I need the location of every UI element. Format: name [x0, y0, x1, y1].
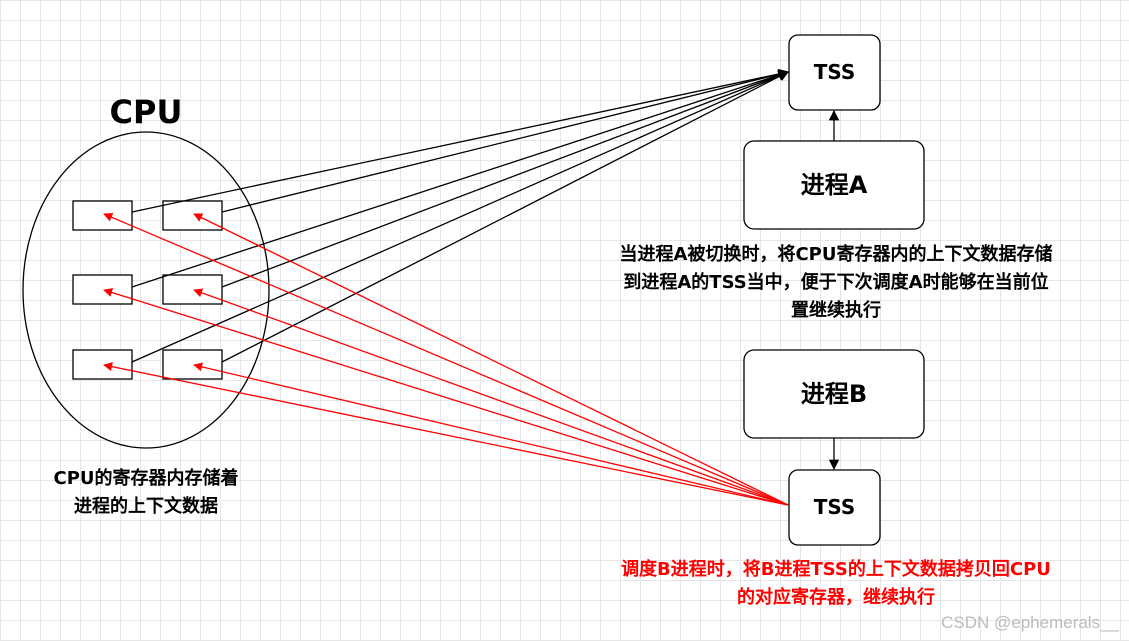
cpu-register [162, 349, 223, 380]
process-b-note-line2: 的对应寄存器，继续执行 [737, 587, 935, 608]
watermark: CSDN @ephemerals__ [941, 613, 1119, 632]
tss-a-label: TSS [814, 60, 856, 84]
restore-arrow [193, 288, 789, 506]
tss-b-box [788, 469, 881, 546]
cpu-ellipse [22, 131, 270, 449]
cpu-caption-line1: CPU的寄存器内存储着 [53, 468, 239, 489]
cpu-title: CPU [110, 93, 183, 131]
restore-arrows [103, 213, 789, 506]
cpu-caption-line2: 进程的上下文数据 [74, 496, 218, 517]
restore-arrow [103, 213, 789, 506]
process-b-note-line1: 调度B进程时，将B进程TSS的上下文数据拷贝回CPU [621, 559, 1051, 580]
restore-arrow [103, 288, 789, 506]
save-arrow [221, 69, 790, 213]
cpu-register [162, 200, 223, 231]
cpu-caption: CPU的寄存器内存储着 进程的上下文数据 [16, 465, 276, 521]
save-arrow [221, 70, 789, 288]
save-arrow [131, 71, 789, 363]
process-a-note-line1: 当进程A被切换时，将CPU寄存器内的上下文数据存储 [619, 244, 1053, 265]
restore-arrow [193, 213, 789, 506]
save-arrow [221, 71, 789, 363]
process-b-label: 进程B [801, 380, 867, 408]
save-arrow [131, 69, 789, 288]
process-a-note-line3: 置继续执行 [791, 300, 881, 321]
process-a-note: 当进程A被切换时，将CPU寄存器内的上下文数据存储 到进程A的TSS当中，便于下… [546, 241, 1126, 325]
cpu-register [72, 349, 133, 380]
save-arrows [131, 68, 790, 363]
process-a-note-line2: 到进程A的TSS当中，便于下次调度A时能够在当前位 [623, 272, 1049, 293]
cpu-register [72, 200, 133, 231]
cpu-register [162, 274, 223, 305]
tss-b-label: TSS [814, 495, 856, 519]
process-a-label: 进程A [801, 171, 868, 199]
process-b-note: 调度B进程时，将B进程TSS的上下文数据拷贝回CPU 的对应寄存器，继续执行 [546, 556, 1126, 612]
cpu-register [72, 274, 133, 305]
restore-arrow [103, 362, 789, 506]
restore-arrow [193, 362, 789, 506]
save-arrow [131, 68, 790, 213]
